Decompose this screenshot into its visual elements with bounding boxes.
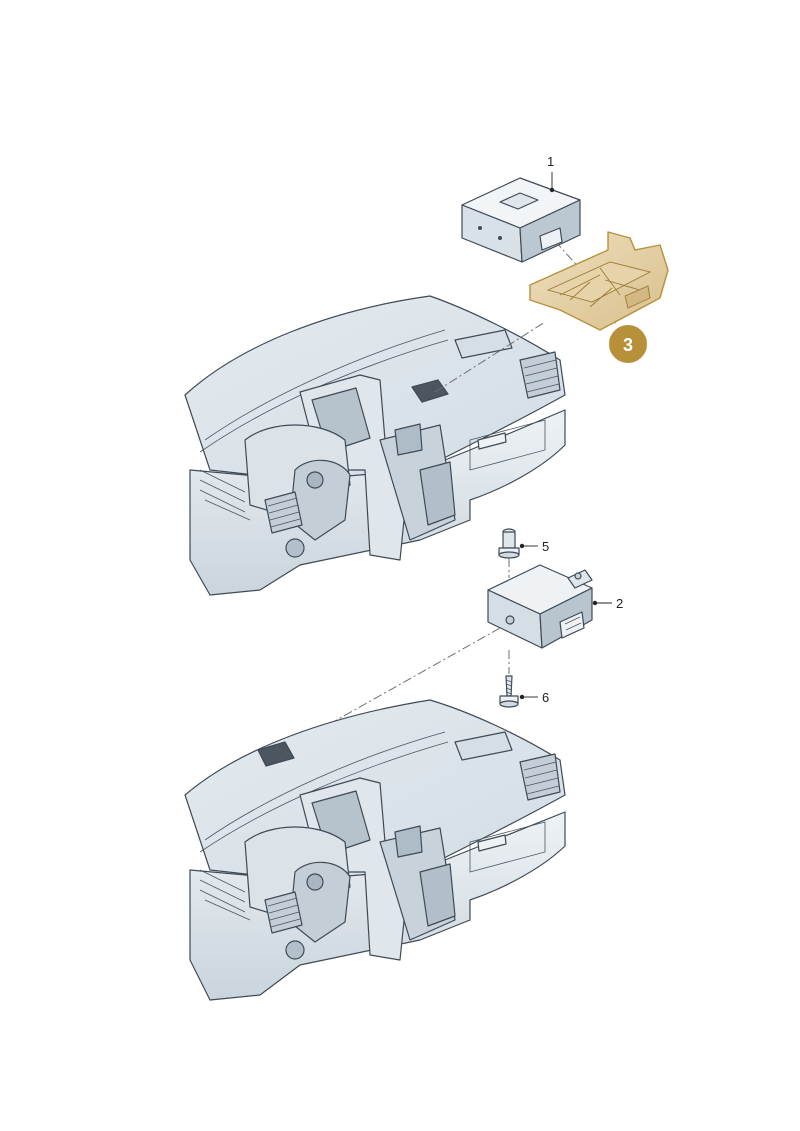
svg-text:5: 5 xyxy=(542,539,549,554)
dashboard-lower xyxy=(184,699,566,1001)
mount-location-upper xyxy=(411,379,449,403)
bolt-icon[interactable] xyxy=(498,528,520,559)
callout-6: 6 xyxy=(519,690,549,705)
svg-text:2: 2 xyxy=(616,596,623,611)
dashboard-upper xyxy=(184,295,566,596)
callout-1: 1 xyxy=(547,154,554,193)
callout-3-badge[interactable]: 3 xyxy=(607,323,649,365)
svg-text:3: 3 xyxy=(623,335,633,355)
svg-text:6: 6 xyxy=(542,690,549,705)
callout-5: 5 xyxy=(519,539,549,554)
callout-2: 2 xyxy=(592,596,623,611)
screw-icon[interactable] xyxy=(499,675,519,708)
mount-location-lower xyxy=(257,741,295,767)
control-unit-icon[interactable] xyxy=(461,177,581,263)
svg-text:1: 1 xyxy=(547,154,554,169)
mounting-bracket-icon[interactable] xyxy=(529,231,669,331)
sensor-module-icon[interactable] xyxy=(487,564,593,649)
